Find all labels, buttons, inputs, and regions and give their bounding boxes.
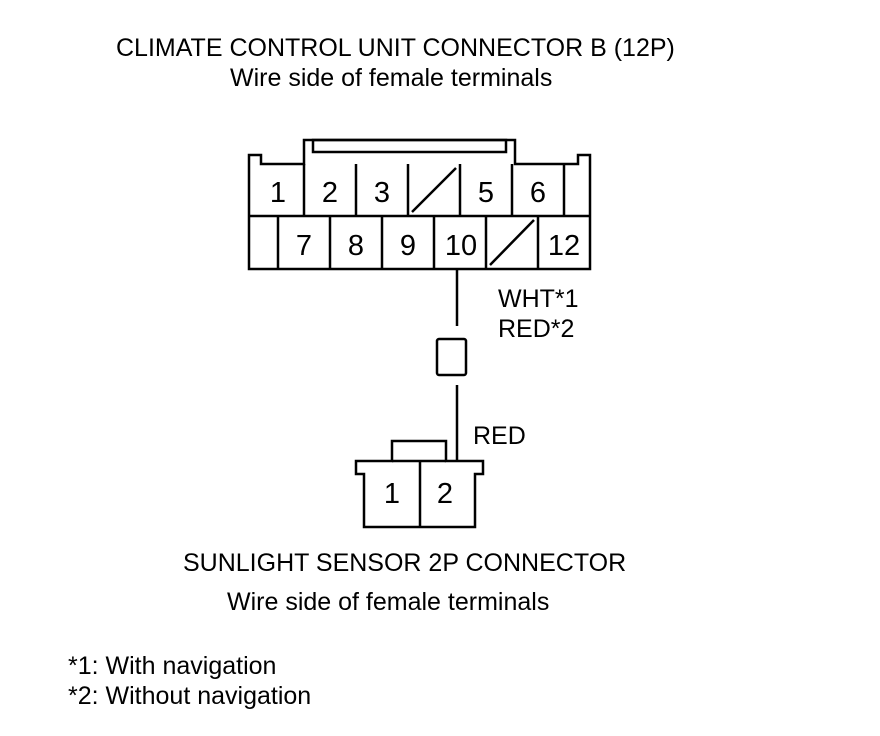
pin-5-label: 5 <box>478 177 494 209</box>
connector-b-title: CLIMATE CONTROL UNIT CONNECTOR B (12P) <box>116 34 675 62</box>
pin-6-label: 6 <box>530 177 546 209</box>
connector-b-lock-tab <box>311 138 508 154</box>
pin-7-label: 7 <box>296 230 312 262</box>
pin-8-label: 8 <box>348 230 364 262</box>
empty-cavity-4-slash <box>411 167 457 213</box>
sensor-connector-subtitle: Wire side of female terminals <box>227 588 550 616</box>
sensor-wire-color-label: RED <box>473 422 526 450</box>
wire-color-label-red-alt: RED*2 <box>498 315 574 343</box>
footnote-1: *1: With navigation <box>68 652 277 680</box>
sensor-connector-body <box>354 439 485 529</box>
pin-10-label: 10 <box>445 230 477 262</box>
pin-9-label: 9 <box>400 230 416 262</box>
wire-color-label-wht: WHT*1 <box>498 285 579 313</box>
sensor-connector-title: SUNLIGHT SENSOR 2P CONNECTOR <box>183 549 627 577</box>
connector-b-body <box>247 138 592 271</box>
connector-b-subtitle: Wire side of female terminals <box>230 64 553 92</box>
sensor-pin-1-label: 1 <box>384 478 400 510</box>
pin-12-label: 12 <box>548 230 580 262</box>
pin-2-label: 2 <box>322 177 338 209</box>
empty-cavity-11-slash <box>489 219 535 266</box>
sensor-pin-2-label: 2 <box>437 478 453 510</box>
inline-junction-connector <box>435 337 468 377</box>
footnote-2: *2: Without navigation <box>68 682 312 710</box>
pin-1-label: 1 <box>270 177 286 209</box>
pin-3-label: 3 <box>374 177 390 209</box>
